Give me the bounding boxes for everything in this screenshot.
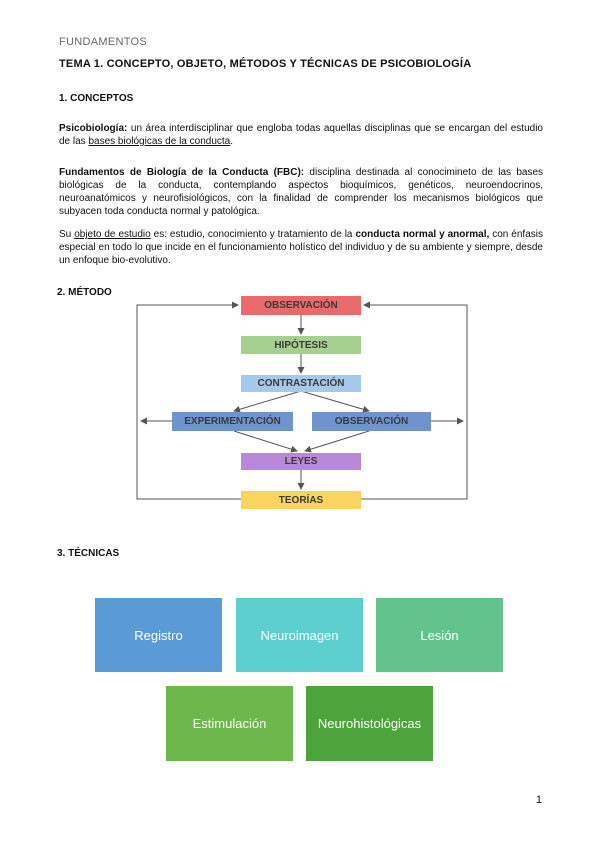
section-heading-conceptos: 1. CONCEPTOS xyxy=(59,93,134,104)
tile-neurohistologicas: Neurohistológicas xyxy=(306,686,433,761)
arrow-experimentacion-leyes xyxy=(233,430,298,453)
tile-lesion: Lesión xyxy=(376,598,503,672)
flow-box-observacion-right: OBSERVACIÓN xyxy=(312,412,431,431)
objeto-text: es: estudio, conocimiento y tratamiento … xyxy=(150,229,356,240)
fbc-text: disciplina destinada al conocimineto de … xyxy=(59,167,544,217)
paragraph-psicobiologia: Psicobiología: un área interdisciplinar … xyxy=(59,122,543,148)
objeto-bold: conducta normal y anormal, xyxy=(355,229,490,240)
page-number: 1 xyxy=(535,794,542,806)
paragraph-objeto: Su objeto de estudio es: estudio, conoci… xyxy=(59,228,543,267)
section-heading-metodo: 2. MÉTODO xyxy=(57,287,112,298)
loop-right-teorias-observacion xyxy=(361,301,468,500)
objeto-lead: Su xyxy=(59,229,75,240)
psicobiologia-text: un área interdisciplinar que engloba tod… xyxy=(59,123,543,147)
term-psicobiologia: Psicobiología: xyxy=(59,123,128,134)
link-bases-biologicas: bases biológicas de la conducta xyxy=(88,136,231,147)
tile-registro: Registro xyxy=(95,598,222,672)
tile-neuroimagen: Neuroimagen xyxy=(236,598,363,672)
flow-box-experimentacion: EXPERIMENTACIÓN xyxy=(172,412,293,431)
arrow-contrastacion-observacion xyxy=(300,390,370,413)
arrow-observacion-leyes xyxy=(304,430,370,453)
paragraph-fbc: Fundamentos de Biología de la Conducta (… xyxy=(59,166,543,218)
arrow-contrastacion-experimentacion xyxy=(233,390,302,413)
flow-box-teorias: TEORÍAS xyxy=(241,491,361,509)
term-fbc: Fundamentos de Biología de la Conducta (… xyxy=(59,167,305,178)
tile-estimulacion: Estimulación xyxy=(166,686,293,761)
section-heading-tecnicas: 3. TÉCNICAS xyxy=(57,548,120,559)
document-header: FUNDAMENTOS xyxy=(59,36,148,48)
page-title: TEMA 1. CONCEPTO, OBJETO, MÉTODOS Y TÉCN… xyxy=(59,58,472,70)
flow-box-leyes: LEYES xyxy=(241,453,361,470)
flow-box-hipotesis: HIPÓTESIS xyxy=(241,336,361,354)
objeto-text-end: con énfasis especial en todo lo que inci… xyxy=(59,229,543,266)
link-objeto-estudio: objeto de estudio xyxy=(74,229,151,240)
psicobiologia-text-end: . xyxy=(230,136,234,147)
method-flowchart-connectors xyxy=(136,301,468,500)
flow-box-contrastacion: CONTRASTACIÓN xyxy=(241,375,361,392)
flow-box-observacion-top: OBSERVACIÓN xyxy=(241,296,361,315)
loop-left-teorias-observacion xyxy=(136,301,241,500)
